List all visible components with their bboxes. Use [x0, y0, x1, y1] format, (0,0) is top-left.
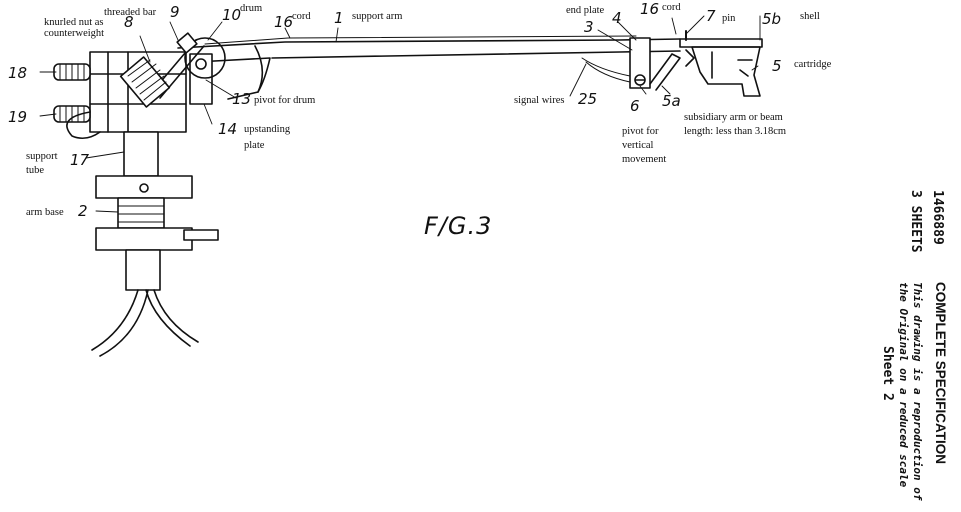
label-signal-wires: signal wires: [514, 95, 564, 106]
label-pivot-vert-line1: pivot for: [622, 126, 659, 137]
numeral-7: 7: [706, 7, 716, 25]
numeral-16-left: 16: [274, 13, 293, 31]
end-plate: [629, 37, 651, 89]
numeral-10: 10: [222, 6, 241, 24]
sheets-total: 3 SHEETS: [908, 190, 923, 253]
cord-line: [204, 35, 637, 45]
numeral-25: 25: [578, 90, 597, 108]
numeral-8: 8: [124, 13, 134, 31]
numeral-2: 2: [78, 202, 88, 220]
vertical-pivot-screw: [634, 74, 646, 86]
patent-number: 1466889: [930, 190, 945, 245]
label-support-arm: support arm: [352, 11, 402, 22]
numeral-5: 5: [772, 57, 782, 75]
numeral-3: 3: [584, 18, 594, 36]
label-drum: drum: [240, 3, 262, 14]
label-support-tube-line2: tube: [26, 165, 44, 176]
numeral-9: 9: [170, 3, 180, 21]
label-pivot-for-drum: pivot for drum: [254, 95, 315, 106]
upstanding-plate: [189, 53, 213, 105]
support-arm-bend: [254, 45, 264, 93]
arm-base-collar: [95, 175, 193, 199]
label-threaded-bar: threaded bar: [104, 7, 157, 18]
arm-base-body: [117, 197, 165, 229]
label-knurled-nut-line1: knurled nut as: [44, 17, 104, 28]
numeral-6: 6: [630, 97, 640, 115]
numeral-16-right: 16: [640, 0, 659, 18]
label-cord-left: cord: [292, 11, 311, 22]
label-knurled-nut-line2: counterweight: [44, 28, 104, 39]
reproduction-note-line1: This drawing is a reproduction of: [911, 282, 924, 501]
loop-wire: [66, 111, 101, 140]
label-end-plate: end plate: [566, 5, 605, 16]
label-upstanding-line2: plate: [244, 140, 265, 151]
subsidiary-arm: [649, 53, 681, 91]
drum-pivot: [195, 58, 207, 70]
label-arm-base: arm base: [26, 207, 64, 218]
reproduction-note-line2: the Original on a reduced scale: [897, 282, 910, 488]
drum: [184, 37, 226, 79]
numeral-14: 14: [218, 120, 237, 138]
numeral-4: 4: [612, 9, 622, 27]
cartridge-body: [691, 46, 761, 97]
label-subsidiary-line2: length: less than 3.18cm: [684, 126, 786, 137]
label-shell: shell: [800, 11, 820, 22]
label-cord-right: cord: [662, 2, 681, 13]
label-cartridge: cartridge: [794, 59, 832, 70]
numeral-5b: 5b: [762, 10, 781, 28]
sheet-number: Sheet 2: [880, 346, 895, 401]
margin-text: 1466889 3 SHEETS COMPLETE SPECIFICATION …: [880, 190, 948, 501]
label-pivot-vert-line2: vertical: [622, 140, 654, 151]
numeral-18: 18: [8, 64, 27, 82]
base-stem: [125, 249, 161, 291]
label-subsidiary-line1: subsidiary arm or beam: [684, 112, 783, 123]
label-pivot-vert-line3: movement: [622, 154, 666, 165]
callout-labels: threaded bar 9 knurled nut as 8 counterw…: [8, 0, 832, 240]
numeral-5a: 5a: [662, 92, 681, 110]
spec-type: COMPLETE SPECIFICATION: [933, 282, 948, 464]
label-pin: pin: [722, 13, 736, 24]
support-tube: [123, 131, 159, 177]
leader-lines: [39, 15, 761, 213]
base-cables: [91, 289, 199, 357]
arm-base-flange: [95, 227, 193, 251]
figure-title: F/G.3: [424, 212, 492, 240]
numeral-13: 13: [232, 90, 251, 108]
shell-plate: [679, 38, 763, 48]
numeral-1: 1: [334, 9, 344, 27]
tonearm-drawing: [39, 15, 763, 357]
numeral-17: 17: [70, 151, 90, 169]
base-lever: [183, 229, 219, 241]
threaded-bar-tip: [176, 32, 198, 54]
label-support-tube-line1: support: [26, 151, 58, 162]
numeral-19: 19: [8, 108, 27, 126]
signal-wires: [581, 57, 631, 83]
cartridge-detail: [685, 49, 753, 79]
label-upstanding-line1: upstanding: [244, 124, 291, 135]
